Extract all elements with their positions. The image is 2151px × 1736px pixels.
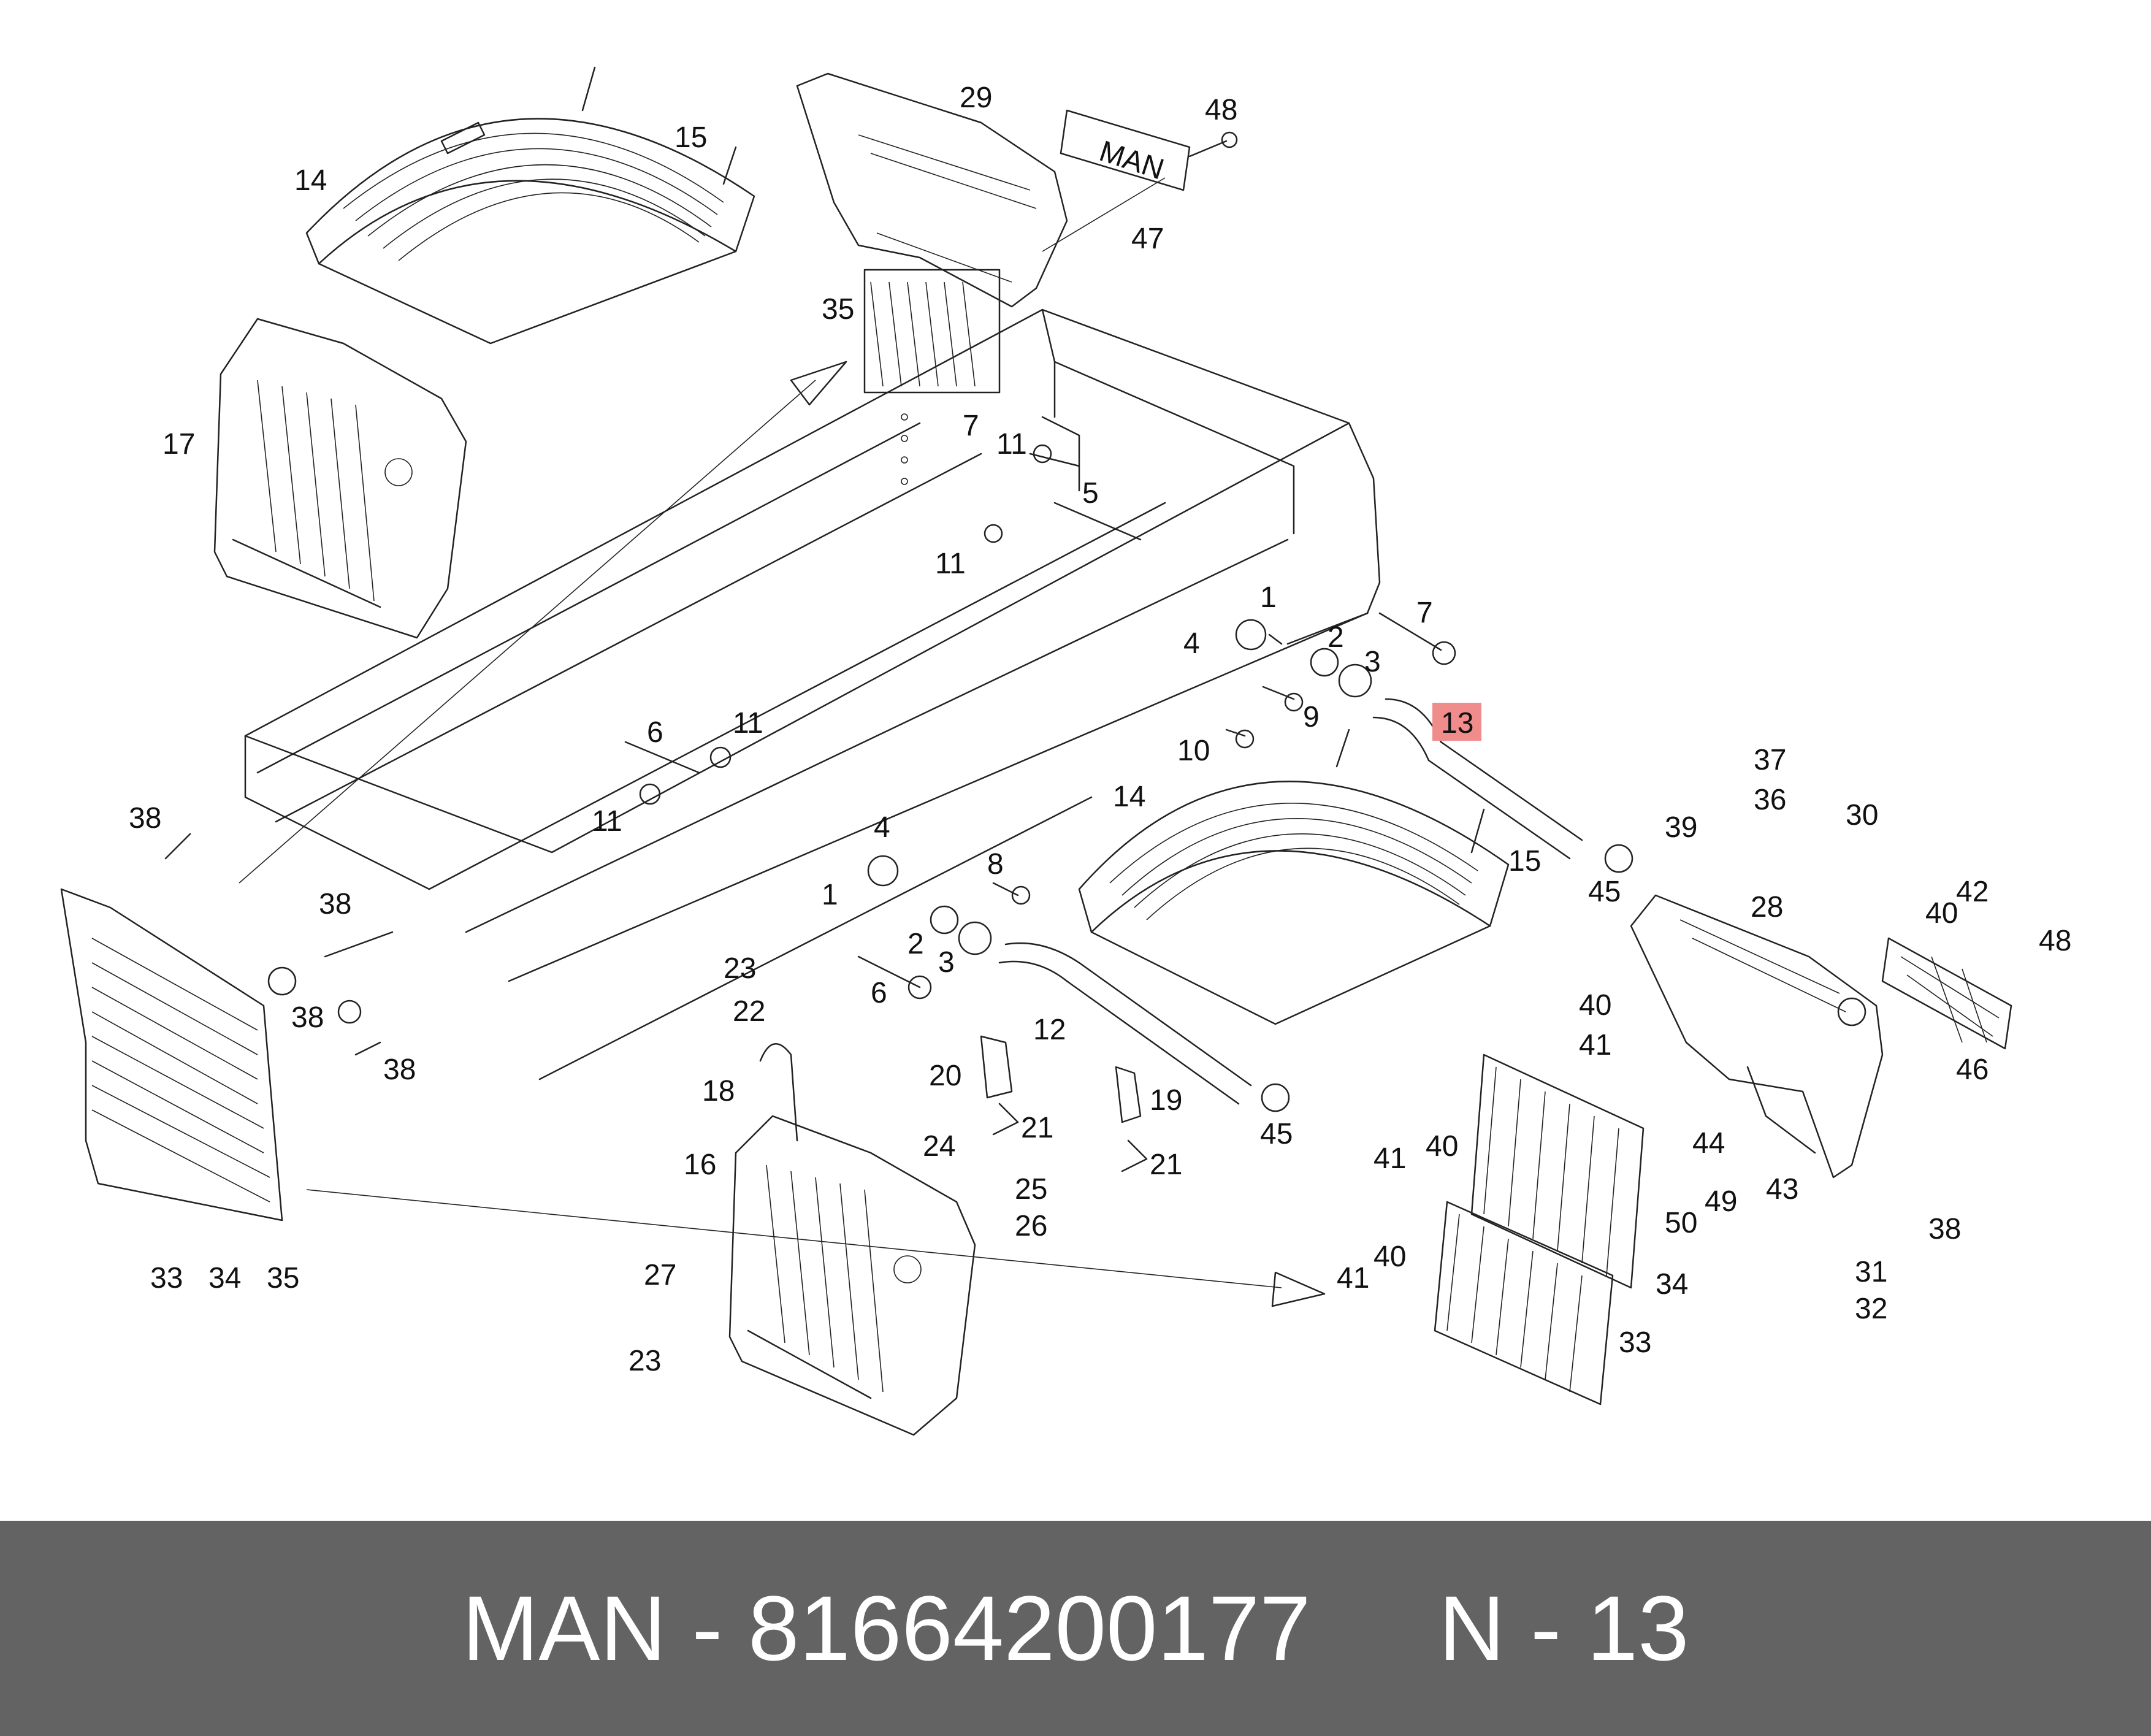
mudflap-set-left	[60, 833, 394, 1222]
part-label: 27	[644, 1259, 676, 1291]
part-label: 6	[871, 977, 887, 1009]
part-label-highlighted: 13	[1441, 707, 1473, 740]
mount-hardware-center	[624, 444, 1290, 1112]
part-label: 14	[294, 164, 327, 197]
part-label: 32	[1855, 1293, 1887, 1325]
bracket-upper	[796, 72, 1068, 394]
part-label: 38	[291, 1001, 324, 1034]
part-label: 7	[1416, 597, 1433, 629]
part-label: 14	[1113, 781, 1145, 813]
part-label: 2	[1328, 621, 1344, 654]
part-label: 40	[1925, 897, 1958, 930]
part-label: 17	[162, 428, 195, 461]
part-label: 12	[1033, 1014, 1066, 1046]
part-label: 40	[1579, 989, 1611, 1022]
part-label: 28	[1751, 891, 1783, 923]
mudflap-set-right	[1434, 1053, 1645, 1405]
man-plate-text: MAN	[1096, 135, 1168, 186]
fender-center	[1078, 728, 1510, 1025]
part-label: 38	[383, 1053, 416, 1086]
mudflap-center	[728, 1115, 976, 1436]
part-label: 42	[1956, 876, 1989, 908]
part-label: 19	[1150, 1084, 1182, 1117]
fender-upper-left	[305, 66, 755, 345]
part-label: 6	[647, 716, 663, 749]
part-label: 31	[1855, 1256, 1887, 1288]
part-label: 22	[733, 995, 765, 1028]
parts-diagram: MAN	[60, 66, 2072, 1436]
part-label: 40	[1374, 1241, 1406, 1273]
mudflap-upper-left	[213, 318, 467, 639]
part-label: 48	[2039, 925, 2071, 957]
part-label: 23	[628, 1345, 661, 1377]
part-label: 11	[733, 707, 763, 740]
part-label: 34	[208, 1262, 241, 1294]
mount-hardware-right	[1225, 612, 1633, 873]
part-label: 4	[874, 811, 890, 844]
part-label: 34	[1656, 1268, 1688, 1301]
part-label: 41	[1374, 1142, 1406, 1175]
part-label: 37	[1754, 744, 1786, 776]
part-label: 43	[1766, 1173, 1798, 1206]
part-label: 7	[963, 410, 979, 442]
part-label: 33	[150, 1262, 183, 1294]
part-label: 35	[822, 293, 854, 326]
part-label: 23	[724, 952, 756, 985]
part-labels: 29 48 15 14 47 35 17 7 11 5 11 1 7 4 2 3…	[129, 82, 2071, 1377]
part-label: 16	[684, 1149, 716, 1181]
exploded-view-drawing: MAN	[60, 66, 2071, 1436]
part-label: 44	[1692, 1127, 1725, 1160]
part-label: 25	[1015, 1173, 1047, 1206]
part-label: 30	[1846, 799, 1878, 832]
part-label: 38	[1928, 1213, 1961, 1245]
part-label: 1	[822, 879, 838, 911]
part-label: 21	[1021, 1112, 1053, 1144]
highlight-box	[1432, 703, 1481, 741]
part-label: 46	[1956, 1053, 1989, 1086]
part-label: 3	[1364, 646, 1381, 678]
part-label: 45	[1588, 876, 1621, 908]
part-label: 18	[702, 1075, 735, 1107]
part-label: 45	[1260, 1118, 1293, 1150]
part-label: 26	[1015, 1210, 1047, 1242]
part-label: 15	[1508, 845, 1541, 878]
clamp-brackets	[759, 1035, 1148, 1172]
part-label: 10	[1177, 735, 1210, 767]
part-label: 35	[267, 1262, 299, 1294]
part-label: 36	[1754, 784, 1786, 816]
frame-assembly	[244, 308, 1381, 1080]
part-label: 9	[1303, 701, 1320, 733]
part-label: 50	[1665, 1207, 1697, 1239]
part-label: 38	[129, 802, 161, 835]
part-label: 4	[1183, 627, 1200, 660]
part-number-caption: MAN - 81664200177 N - 13	[462, 1577, 1689, 1680]
part-label: 48	[1205, 94, 1237, 126]
part-label: 11	[935, 548, 966, 580]
part-label: 20	[929, 1060, 961, 1092]
part-label: 21	[1150, 1149, 1182, 1181]
part-label: 15	[674, 121, 707, 154]
part-label: 49	[1705, 1185, 1737, 1218]
part-number-footer: MAN - 81664200177 N - 13	[0, 1521, 2151, 1736]
part-label: 11	[996, 428, 1027, 461]
part-label: 40	[1426, 1130, 1458, 1163]
part-label: 33	[1619, 1326, 1651, 1359]
part-label: 39	[1665, 811, 1697, 844]
part-label: 8	[987, 848, 1004, 881]
part-label: 2	[907, 928, 924, 960]
part-label: 41	[1337, 1262, 1369, 1294]
part-label: 24	[923, 1130, 955, 1163]
part-label: 38	[319, 888, 351, 920]
part-label: 29	[960, 82, 992, 114]
part-label: 3	[938, 946, 955, 979]
part-label: 1	[1260, 581, 1277, 614]
bracket-right	[1630, 894, 2012, 1179]
reference-arrows	[239, 361, 1326, 1307]
part-label: 11	[592, 805, 622, 838]
part-label: 41	[1579, 1029, 1611, 1061]
part-label: 47	[1131, 223, 1164, 255]
part-label: 5	[1082, 477, 1099, 510]
